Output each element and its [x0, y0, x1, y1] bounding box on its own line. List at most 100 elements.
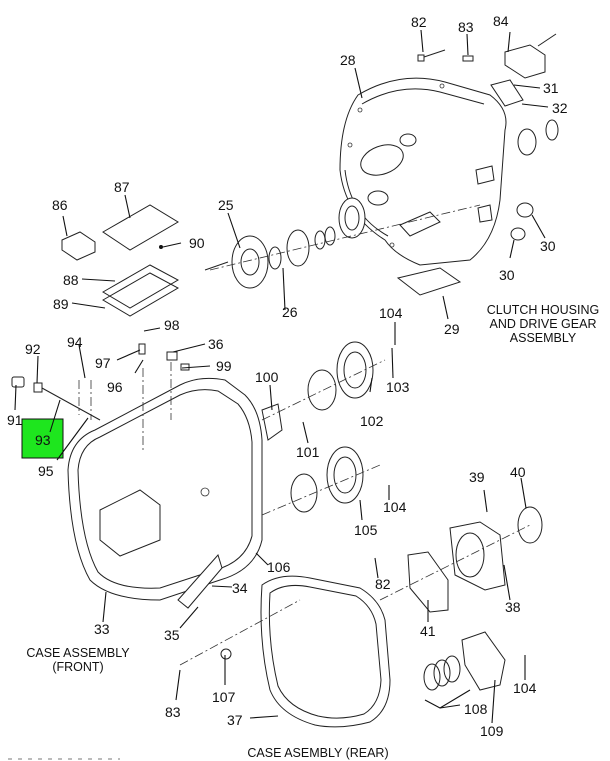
caption-case-front: CASE ASSEMBLY (FRONT) [26, 646, 130, 674]
callout-38[interactable]: 38 [505, 599, 521, 615]
case-rear-part [179, 575, 391, 728]
callout-31[interactable]: 31 [543, 80, 559, 96]
callout-105[interactable]: 105 [354, 522, 378, 538]
callout-100[interactable]: 100 [255, 369, 279, 385]
leader-line [509, 239, 515, 259]
callout-87[interactable]: 87 [114, 179, 130, 195]
callout-35[interactable]: 35 [164, 627, 180, 643]
callout-39[interactable]: 39 [469, 469, 485, 485]
callout-32[interactable]: 32 [552, 100, 568, 116]
callout-106[interactable]: 106 [267, 559, 291, 575]
callout-30[interactable]: 30 [540, 238, 556, 254]
caption-line: (FRONT) [52, 660, 103, 674]
leader-line [442, 295, 449, 320]
shift-rail-parts [11, 376, 101, 421]
caption-line: CASE ASSEMBLY [26, 646, 130, 660]
pin-83-top [462, 55, 474, 62]
callout-104[interactable]: 104 [383, 499, 407, 515]
callout-84[interactable]: 84 [493, 13, 509, 29]
caption-case-rear: CASE ASEMBLY (REAR) [247, 746, 388, 760]
bolt-82-top [417, 49, 446, 62]
leader-line [227, 212, 241, 249]
callout-103[interactable]: 103 [386, 379, 410, 395]
callout-93[interactable]: 93 [35, 432, 51, 448]
callout-88[interactable]: 88 [63, 272, 79, 288]
leader-line [513, 84, 541, 89]
front-bearing-stack [204, 197, 481, 289]
highlight-box-93[interactable] [21, 418, 64, 459]
leader-line [374, 557, 379, 579]
callout-86[interactable]: 86 [52, 197, 68, 213]
callout-28[interactable]: 28 [340, 52, 356, 68]
callout-108[interactable]: 108 [464, 701, 488, 717]
case-front-part [67, 377, 263, 601]
leader-line [211, 585, 233, 588]
leader-line [179, 606, 199, 629]
leader-line [531, 214, 546, 239]
leader-line [269, 384, 273, 411]
callout-82[interactable]: 82 [411, 14, 427, 30]
top-cover-parts [61, 204, 180, 317]
callout-94[interactable]: 94 [67, 334, 83, 350]
leader-line [483, 489, 488, 513]
callout-29[interactable]: 29 [444, 321, 460, 337]
leader-line [255, 552, 269, 566]
callout-96[interactable]: 96 [107, 379, 123, 395]
bushings-30 [510, 202, 534, 241]
rear-housing-parts [379, 506, 543, 709]
callout-33[interactable]: 33 [94, 621, 110, 637]
callout-104[interactable]: 104 [379, 305, 403, 321]
leader-line [36, 355, 39, 384]
leader-line [162, 242, 182, 248]
cover-29 [396, 267, 462, 296]
callout-92[interactable]: 92 [25, 341, 41, 357]
callout-34[interactable]: 34 [232, 580, 248, 596]
leader-line [56, 417, 89, 461]
callout-101[interactable]: 101 [296, 444, 320, 460]
callout-109[interactable]: 109 [480, 723, 504, 739]
leader-line [134, 359, 144, 374]
callout-98[interactable]: 98 [164, 317, 180, 333]
bearing-parts [261, 341, 386, 516]
callout-26[interactable]: 26 [282, 304, 298, 320]
leader-line [369, 377, 373, 393]
callout-97[interactable]: 97 [95, 355, 111, 371]
callout-102[interactable]: 102 [360, 413, 384, 429]
callout-41[interactable]: 41 [420, 623, 436, 639]
callout-104[interactable]: 104 [513, 680, 537, 696]
leader-line [143, 327, 161, 332]
leader-line [249, 715, 279, 719]
leader-line [354, 67, 363, 99]
callout-82[interactable]: 82 [375, 576, 391, 592]
callout-99[interactable]: 99 [216, 358, 232, 374]
callout-90[interactable]: 90 [189, 235, 205, 251]
leader-line [520, 477, 527, 509]
leader-line [491, 679, 496, 724]
callout-36[interactable]: 36 [208, 336, 224, 352]
leader-line [62, 215, 68, 237]
leader-line [466, 33, 469, 56]
callout-83[interactable]: 83 [165, 704, 181, 720]
leader-line [78, 344, 86, 379]
callout-107[interactable]: 107 [212, 689, 236, 705]
leader-line [172, 343, 206, 353]
callout-89[interactable]: 89 [53, 296, 69, 312]
callout-25[interactable]: 25 [218, 197, 234, 213]
leader-line [507, 31, 511, 53]
callout-95[interactable]: 95 [38, 463, 54, 479]
leader-line [175, 669, 181, 701]
bracket-84 [504, 33, 557, 79]
clutch-housing-part [339, 77, 507, 266]
callout-91[interactable]: 91 [7, 412, 23, 428]
leader-line [102, 591, 107, 623]
part-31-32 [490, 79, 524, 107]
callout-40[interactable]: 40 [510, 464, 526, 480]
leader-line [439, 704, 461, 709]
callout-83[interactable]: 83 [458, 19, 474, 35]
cover-34 [177, 554, 223, 609]
leader-line [71, 302, 106, 309]
callout-30[interactable]: 30 [499, 267, 515, 283]
callout-37[interactable]: 37 [227, 712, 243, 728]
caption-line: CLUTCH HOUSING [487, 303, 600, 317]
